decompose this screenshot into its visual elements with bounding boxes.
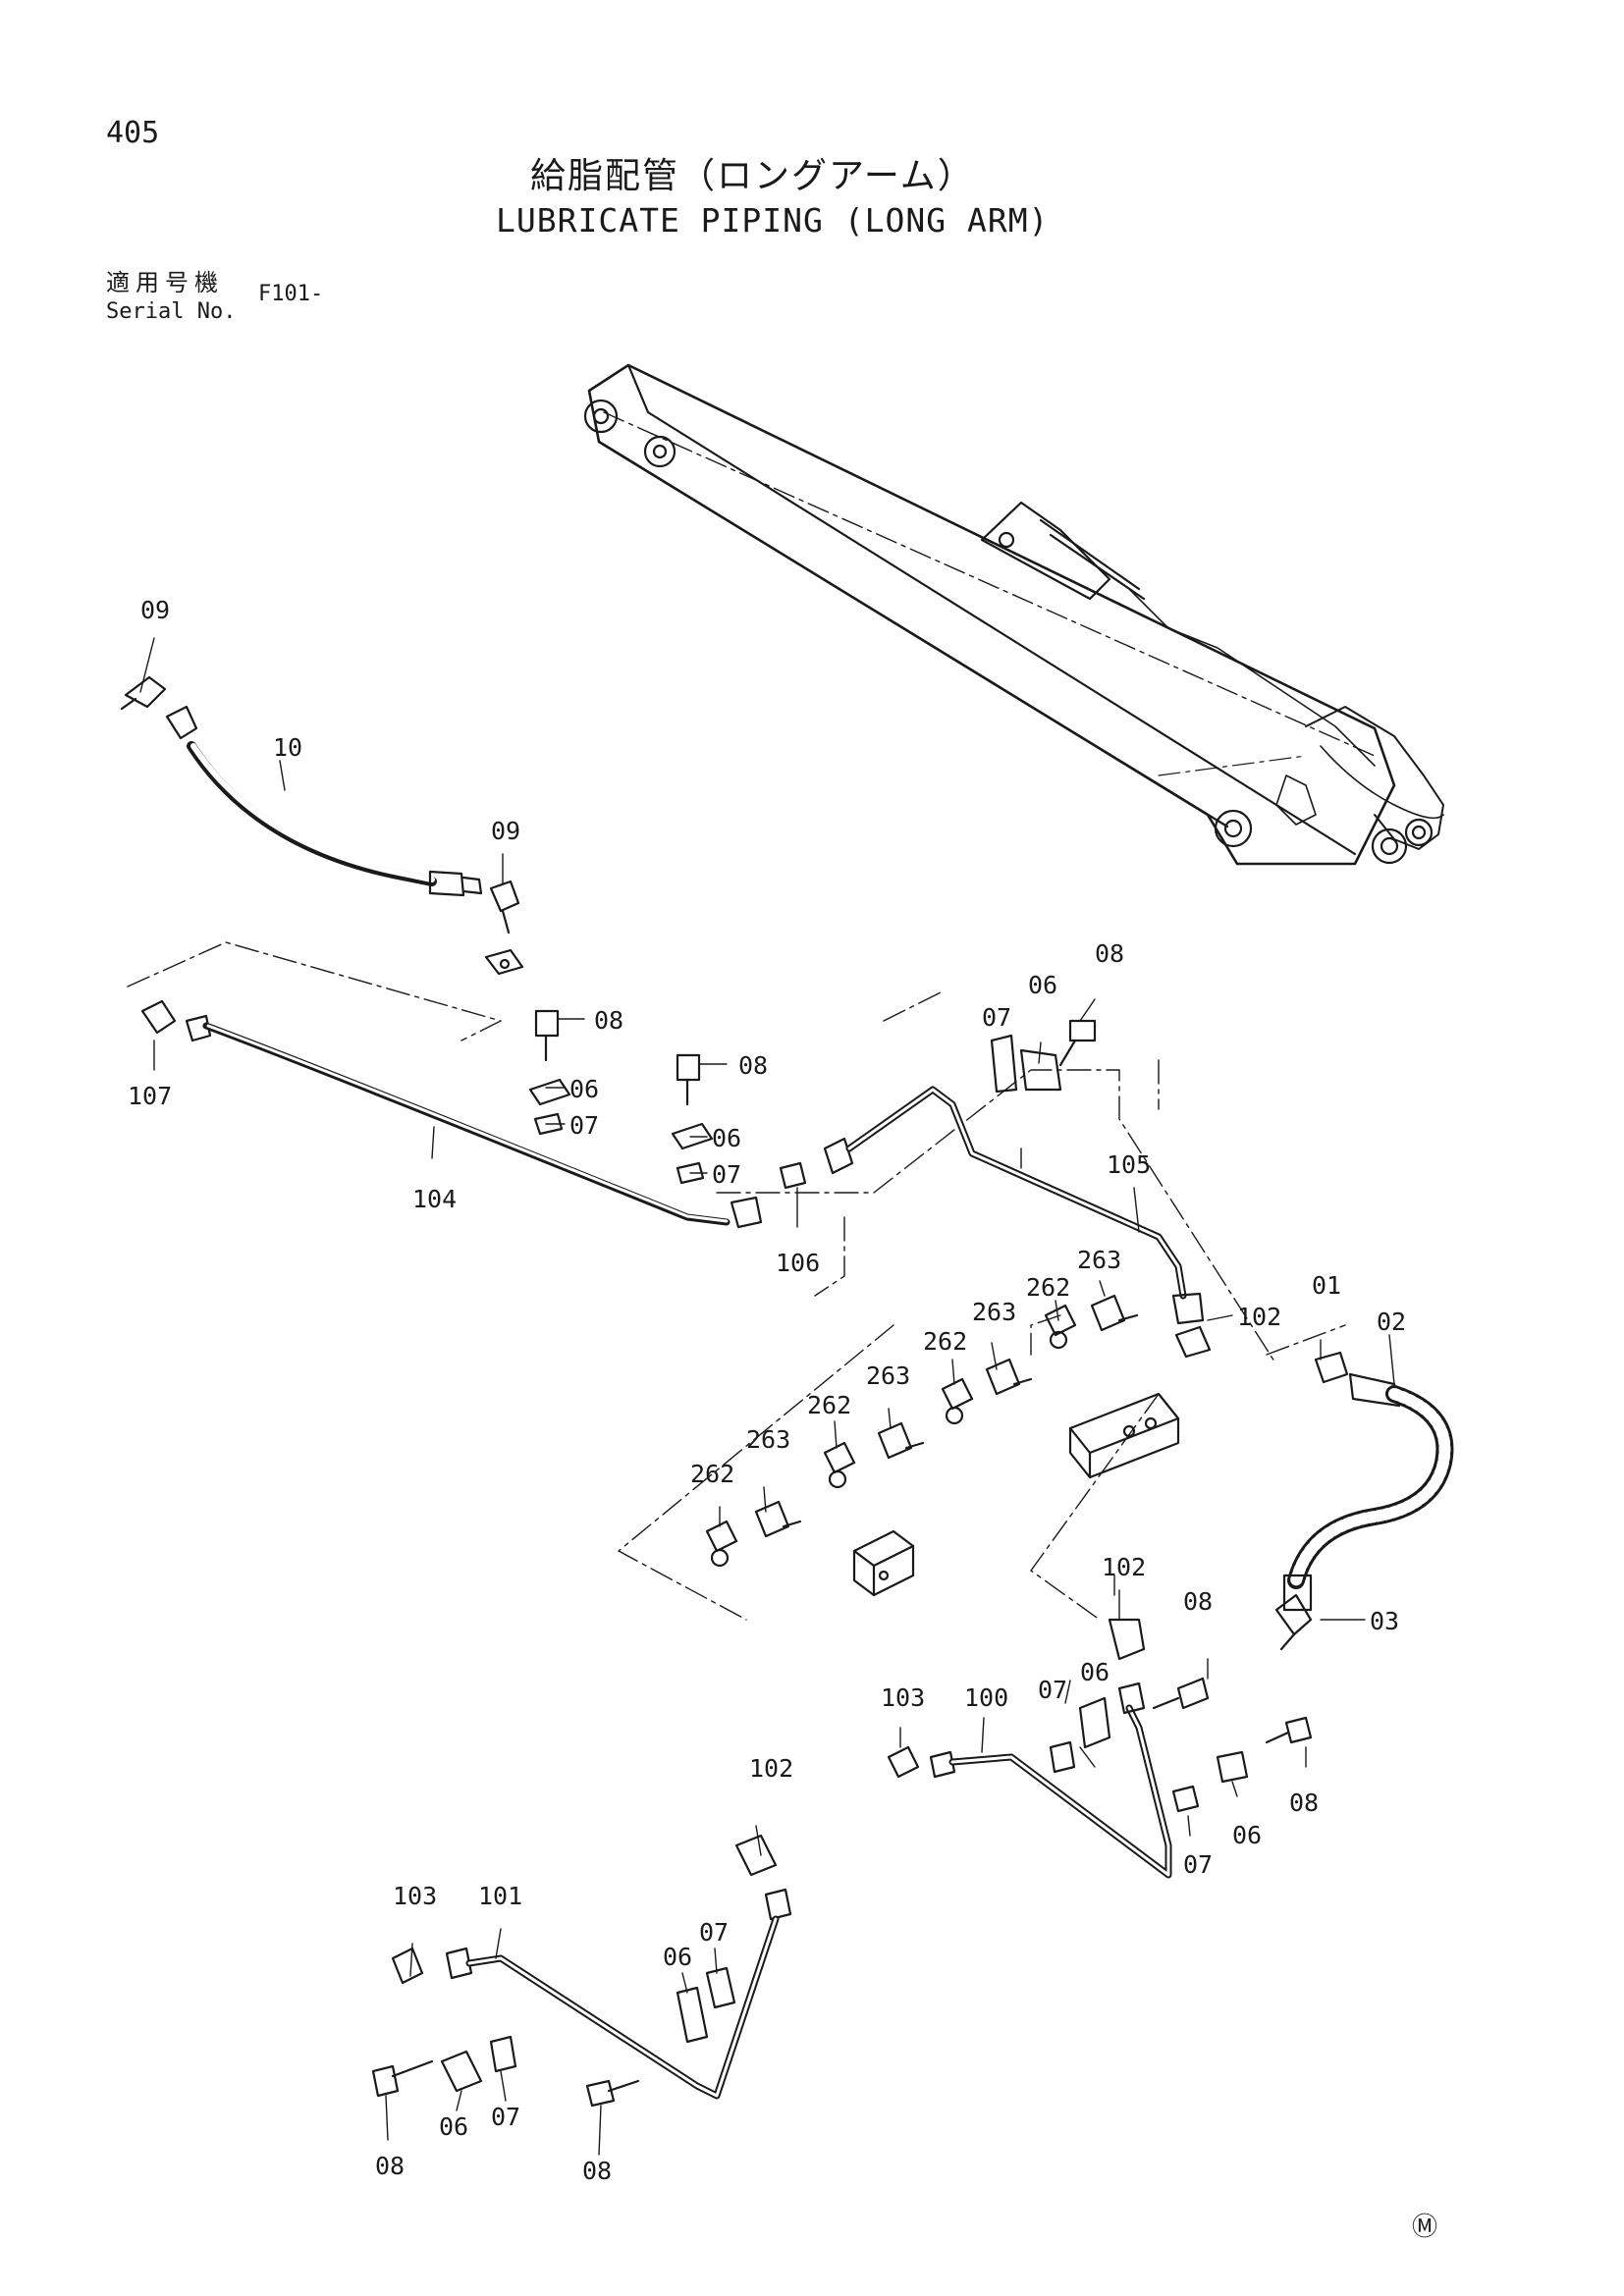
part-label: 103 xyxy=(393,1882,437,1910)
part-label: 102 xyxy=(1102,1553,1146,1581)
part-label: 03 xyxy=(1370,1607,1399,1635)
reference-lines xyxy=(127,941,1346,1621)
part-label: 06 xyxy=(569,1075,599,1103)
pipe-100 xyxy=(887,1618,1313,1879)
part-label: 263 xyxy=(746,1425,790,1454)
pipe-105 xyxy=(779,1019,1212,1359)
serial-label-english: Serial No. xyxy=(106,299,237,324)
serial-value: F101- xyxy=(258,282,324,306)
part-label: 08 xyxy=(582,2157,612,2185)
part-label: 06 xyxy=(1080,1658,1110,1686)
title-japanese: 給脂配管（ロングアーム） xyxy=(530,156,975,196)
pipe-101 xyxy=(371,1834,792,2108)
part-label: 262 xyxy=(690,1460,734,1488)
page-number: 405 xyxy=(106,116,160,150)
part-label: 08 xyxy=(594,1006,623,1035)
part-label: 07 xyxy=(982,1003,1011,1032)
part-label: 10 xyxy=(273,733,302,762)
part-label: 262 xyxy=(1026,1273,1070,1302)
part-label: 262 xyxy=(807,1391,851,1419)
part-label: 06 xyxy=(663,1943,692,1971)
hose-02-assembly xyxy=(1274,1351,1454,1651)
part-label: 07 xyxy=(1183,1850,1213,1879)
part-label: 08 xyxy=(1183,1587,1213,1616)
part-label: 02 xyxy=(1377,1308,1406,1336)
part-label: 06 xyxy=(712,1124,741,1152)
part-label: 09 xyxy=(491,817,520,845)
part-label: 103 xyxy=(881,1683,925,1712)
part-label: 07 xyxy=(569,1111,599,1140)
part-label: 106 xyxy=(776,1249,820,1277)
maker-mark: Ⓜ xyxy=(1412,2213,1438,2242)
fittings-262-263 xyxy=(705,1294,1139,1568)
part-label: 07 xyxy=(1038,1676,1067,1704)
part-label: 08 xyxy=(738,1051,768,1080)
part-label: 100 xyxy=(964,1683,1008,1712)
part-label: 263 xyxy=(972,1298,1016,1326)
block-small xyxy=(852,1529,915,1597)
pipe-104 xyxy=(140,999,763,1229)
serial-label-japanese: 適用号機 xyxy=(106,269,224,296)
part-label: 105 xyxy=(1107,1150,1151,1179)
part-label: 08 xyxy=(1289,1789,1319,1817)
manifold-block xyxy=(1068,1392,1180,1479)
part-label: 263 xyxy=(1077,1246,1121,1274)
part-label: 107 xyxy=(128,1082,172,1110)
part-label: 102 xyxy=(749,1754,793,1783)
part-label: 07 xyxy=(712,1160,741,1189)
part-label: 104 xyxy=(412,1185,457,1213)
part-labels: 09 10 09 107 104 08 06 07 08 06 07 106 0… xyxy=(128,596,1406,2185)
clamp-set-upper-center xyxy=(528,1009,714,1185)
part-label: 06 xyxy=(439,2112,468,2141)
part-label: 102 xyxy=(1237,1303,1281,1331)
part-label: 08 xyxy=(375,2152,405,2180)
part-label: 06 xyxy=(1028,971,1057,999)
part-label: 01 xyxy=(1312,1271,1341,1300)
part-label: 07 xyxy=(491,2103,520,2131)
part-label: 263 xyxy=(866,1362,910,1390)
title-english: LUBRICATE PIPING (LONG ARM) xyxy=(496,201,1050,240)
hose-10-assembly xyxy=(120,675,524,976)
part-label: 07 xyxy=(699,1918,729,1947)
part-label: 06 xyxy=(1232,1821,1262,1849)
part-label: 101 xyxy=(478,1882,522,1910)
leader-lines xyxy=(139,637,1395,2156)
part-label: 262 xyxy=(923,1327,967,1356)
long-arm-illustration xyxy=(583,363,1444,866)
part-label: 08 xyxy=(1095,939,1124,968)
part-label: 09 xyxy=(140,596,170,624)
